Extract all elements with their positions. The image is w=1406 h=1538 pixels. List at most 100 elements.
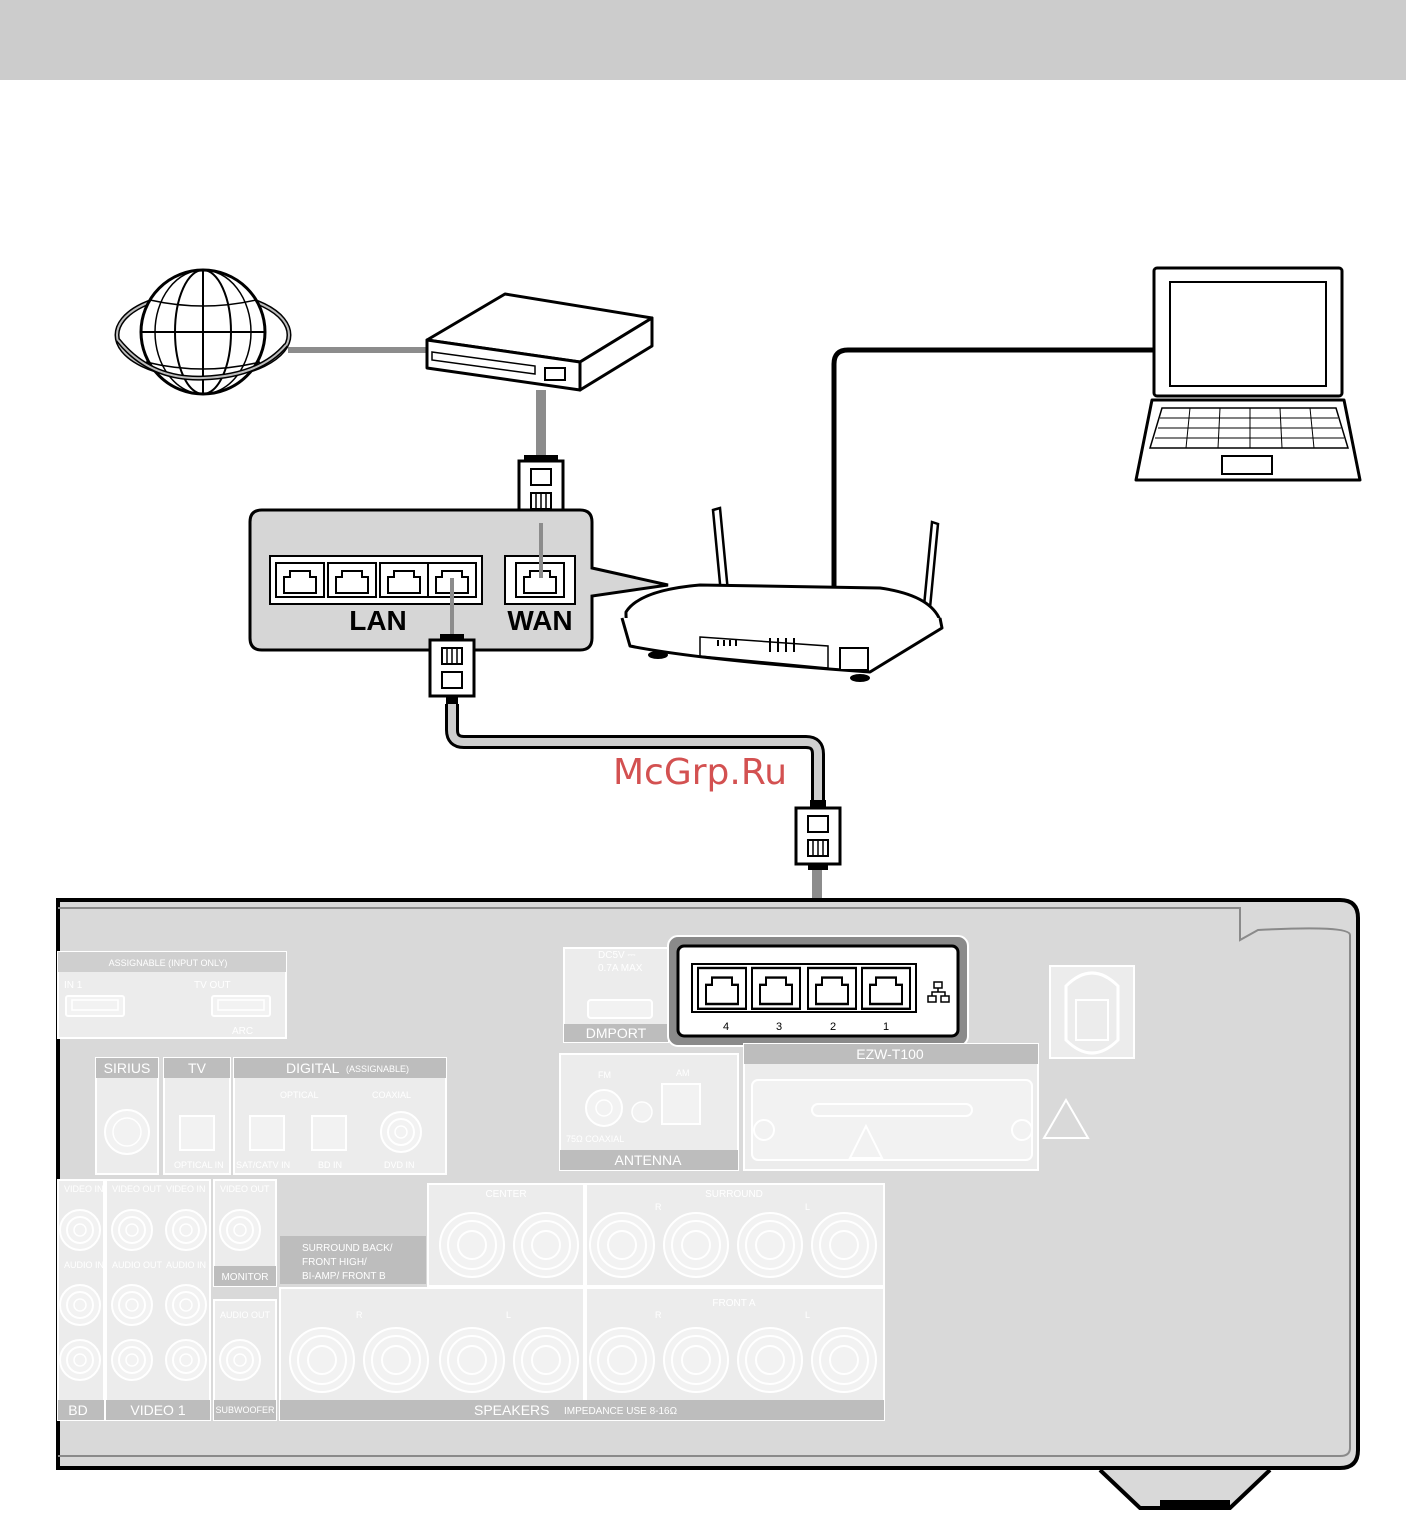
speaker-terminal <box>589 1212 655 1278</box>
hdmi-tv-out-port <box>211 995 271 1017</box>
surround-back-label-2: FRONT HIGH/ <box>302 1257 367 1268</box>
header-bar <box>0 0 1406 80</box>
monitor-label: MONITOR <box>221 1272 268 1283</box>
bd-label: BD <box>68 1402 87 1418</box>
audio-in-label: AUDIO IN <box>64 1260 104 1270</box>
fm-antenna-port <box>585 1089 623 1127</box>
sirius-connector <box>104 1109 150 1155</box>
dmport-label: DMPORT <box>586 1025 647 1041</box>
sat-optical-port <box>249 1115 285 1151</box>
surround-label: SURROUND <box>705 1189 763 1200</box>
right-label: R <box>655 1310 662 1320</box>
bd-in-label: BD IN <box>318 1160 342 1170</box>
lan-cable-plug-receiver-icon <box>794 806 842 866</box>
sat-catv-in-label: SAT/CATV IN <box>236 1160 290 1170</box>
av-receiver-rear-panel: ASSIGNABLE (INPUT ONLY) IN 1 TV OUT ARC … <box>56 898 1360 1510</box>
video-in-label: VIDEO IN <box>64 1184 104 1194</box>
hdmi-in1-label: IN 1 <box>64 980 83 991</box>
hdmi-in1-port <box>65 995 125 1017</box>
impedance-label: IMPEDANCE USE 8-16Ω <box>564 1406 678 1417</box>
digital-label: DIGITAL <box>286 1060 340 1076</box>
digital-optical-label: OPTICAL <box>280 1090 319 1100</box>
tv-label: TV <box>188 1060 207 1076</box>
receiver-lan-port-4 <box>696 966 748 1010</box>
lan-port-number: 3 <box>776 1021 782 1033</box>
lan-port-number: 4 <box>723 1021 729 1033</box>
antenna-label: ANTENNA <box>615 1152 683 1168</box>
left-label: L <box>805 1310 810 1320</box>
audio-in-label: AUDIO IN <box>166 1260 206 1270</box>
dmport-power-label: DC5V ⎓ <box>598 950 635 961</box>
speaker-terminal <box>737 1327 803 1393</box>
wireless-router-icon <box>620 506 944 682</box>
network-icon <box>927 981 950 1003</box>
speaker-terminal <box>363 1327 429 1393</box>
speaker-terminal <box>289 1327 355 1393</box>
antenna-coaxial-label: 75Ω COAXIAL <box>566 1134 624 1144</box>
dmport-current-label: 0.7A MAX <box>598 963 643 974</box>
subwoofer-label: SUBWOOFER <box>215 1405 275 1415</box>
center-label: CENTER <box>485 1189 526 1200</box>
digital-assignable-label: (ASSIGNABLE) <box>346 1064 409 1074</box>
lan-port-number: 1 <box>883 1021 889 1033</box>
left-label: L <box>805 1202 810 1212</box>
speaker-terminal <box>439 1212 505 1278</box>
watermark: McGrp.Ru <box>613 752 787 793</box>
speaker-terminal <box>663 1327 729 1393</box>
right-label: R <box>356 1310 363 1320</box>
tv-optical-in-label: OPTICAL IN <box>174 1160 224 1170</box>
speaker-terminal <box>811 1327 877 1393</box>
video-in-label: VIDEO IN <box>166 1184 206 1194</box>
right-label: R <box>655 1202 662 1212</box>
internet-globe-icon <box>114 268 292 396</box>
dmport-connector <box>587 999 653 1019</box>
speaker-terminal <box>811 1212 877 1278</box>
surround-back-label-3: BI-AMP/ FRONT B <box>302 1271 386 1282</box>
router-ports-callout: LAN WAN <box>248 508 669 652</box>
warning-icon <box>848 1123 884 1159</box>
bd-optical-port <box>311 1115 347 1151</box>
antenna-am-label: AM <box>676 1068 690 1078</box>
speaker-terminal <box>663 1212 729 1278</box>
warning-icon <box>1042 1098 1090 1139</box>
digital-coaxial-label: COAXIAL <box>372 1090 411 1100</box>
modem-icon <box>425 292 654 392</box>
receiver-lan-port-2 <box>806 966 858 1010</box>
hdmi-tv-out-label: TV OUT <box>194 980 231 991</box>
receiver-lan-port-3 <box>750 966 802 1010</box>
speaker-terminal <box>513 1212 579 1278</box>
audio-out-label: AUDIO OUT <box>112 1260 163 1270</box>
ac-inlet <box>1049 965 1135 1059</box>
lan-label: LAN <box>349 605 407 636</box>
lan-cable-plug-router-icon <box>428 638 476 698</box>
hdmi-header: ASSIGNABLE (INPUT ONLY) <box>109 958 228 968</box>
wan-cable <box>536 390 546 460</box>
front-a-label: FRONT A <box>712 1298 755 1309</box>
video1-label: VIDEO 1 <box>130 1402 185 1418</box>
speaker-terminal <box>439 1327 505 1393</box>
speakers-label: SPEAKERS <box>474 1402 549 1418</box>
receiver-lan-port-1 <box>860 966 912 1010</box>
ezw-t100-label: EZW-T100 <box>856 1046 924 1062</box>
laptop-cable <box>831 347 1154 590</box>
speaker-terminal <box>589 1327 655 1393</box>
am-antenna-terminal <box>661 1083 701 1125</box>
dvd-coaxial-port <box>380 1111 422 1153</box>
ezw-t100-slot <box>751 1079 1033 1161</box>
video-out-label: VIDEO OUT <box>220 1184 270 1194</box>
sirius-label: SIRIUS <box>104 1060 151 1076</box>
speaker-terminal <box>513 1327 579 1393</box>
laptop-icon <box>1134 266 1362 482</box>
antenna-fm-label: FM <box>598 1070 611 1080</box>
video-out-label: VIDEO OUT <box>112 1184 162 1194</box>
speaker-terminal <box>737 1212 803 1278</box>
wan-label: WAN <box>507 605 572 636</box>
hdmi-arc-label: ARC <box>232 1026 253 1037</box>
lan-port-number: 2 <box>830 1021 836 1033</box>
tv-optical-port <box>179 1115 215 1151</box>
surround-back-label-1: SURROUND BACK/ <box>302 1243 393 1254</box>
left-label: L <box>506 1310 511 1320</box>
dvd-in-label: DVD IN <box>384 1160 415 1170</box>
audio-out-label: AUDIO OUT <box>220 1310 271 1320</box>
